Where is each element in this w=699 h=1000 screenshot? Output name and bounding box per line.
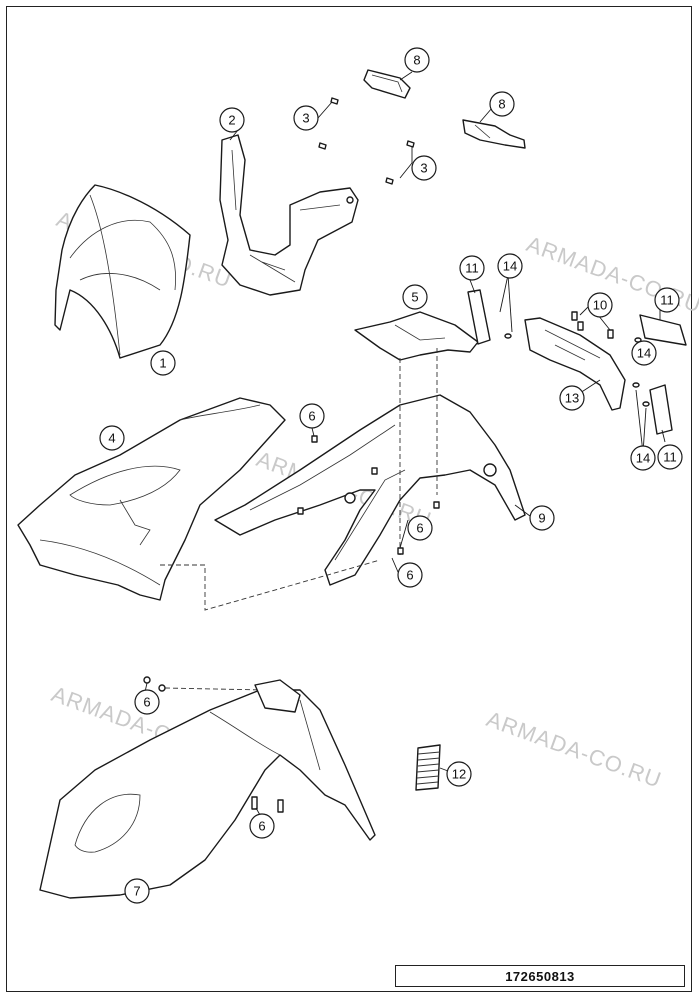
part-subframe (214, 394, 526, 586)
part-headlight-mask (54, 184, 191, 359)
part-foam-strip (415, 744, 441, 791)
svg-text:12: 12 (452, 767, 466, 782)
svg-text:8: 8 (413, 53, 420, 68)
svg-text:3: 3 (420, 161, 427, 176)
svg-text:6: 6 (416, 521, 423, 536)
callout-6: 6 (299, 403, 325, 429)
diagram-frame (6, 6, 692, 992)
svg-text:11: 11 (660, 293, 674, 308)
callout-6: 6 (134, 689, 160, 715)
part-rear-cowl (17, 397, 286, 601)
callout-2: 2 (219, 107, 245, 133)
callout-13: 13 (559, 385, 585, 411)
svg-text:6: 6 (308, 409, 315, 424)
callout-10: 10 (587, 292, 613, 318)
svg-text:5: 5 (411, 290, 418, 305)
svg-text:8: 8 (498, 97, 505, 112)
svg-text:1: 1 (159, 356, 166, 371)
svg-text:7: 7 (133, 884, 140, 899)
part-bolts-washers (504, 311, 650, 407)
callout-5: 5 (402, 284, 428, 310)
callout-14: 14 (631, 340, 657, 366)
callout-6: 6 (397, 562, 423, 588)
svg-text:4: 4 (108, 431, 115, 446)
svg-text:14: 14 (503, 259, 517, 274)
screws-3 (318, 97, 415, 185)
assembly-lines (160, 348, 438, 691)
callout-12: 12 (446, 761, 472, 787)
callout-1: 1 (150, 350, 176, 376)
callout-3: 3 (293, 105, 319, 131)
svg-text:14: 14 (636, 451, 650, 466)
callout-6: 6 (249, 813, 275, 839)
svg-text:11: 11 (465, 261, 479, 276)
svg-text:6: 6 (143, 695, 150, 710)
svg-text:6: 6 (406, 568, 413, 583)
svg-text:11: 11 (663, 450, 677, 465)
callout-9: 9 (529, 505, 555, 531)
part-headlight-bracket (219, 134, 359, 296)
callout-6: 6 (407, 515, 433, 541)
svg-text:10: 10 (593, 298, 607, 313)
callout-14: 14 (497, 253, 523, 279)
callout-3: 3 (411, 155, 437, 181)
part-clamps (363, 69, 526, 149)
svg-text:2: 2 (228, 113, 235, 128)
svg-text:6: 6 (258, 819, 265, 834)
callout-8: 8 (489, 91, 515, 117)
screws-6 (297, 435, 440, 555)
callout-8: 8 (404, 47, 430, 73)
callout-7: 7 (124, 878, 150, 904)
callout-11: 11 (459, 255, 485, 281)
callout-14: 14 (630, 445, 656, 471)
svg-text:13: 13 (565, 391, 579, 406)
callouts: 1 2 3 3 4 5 6 6 6 6 6 7 8 8 9 10 11 11 1… (99, 47, 683, 904)
svg-text:14: 14 (637, 346, 651, 361)
part-top-cover (354, 311, 479, 361)
svg-text:3: 3 (302, 111, 309, 126)
watermark: ARMADA-CO.RU (483, 706, 665, 793)
svg-text:9: 9 (538, 511, 545, 526)
callout-11: 11 (654, 287, 680, 313)
part-front-fender (39, 679, 376, 899)
part-plate-bracket (524, 317, 626, 411)
document-number: 172650813 (395, 965, 685, 987)
callout-11: 11 (657, 444, 683, 470)
callout-4: 4 (99, 425, 125, 451)
part-reflectors (467, 289, 687, 435)
